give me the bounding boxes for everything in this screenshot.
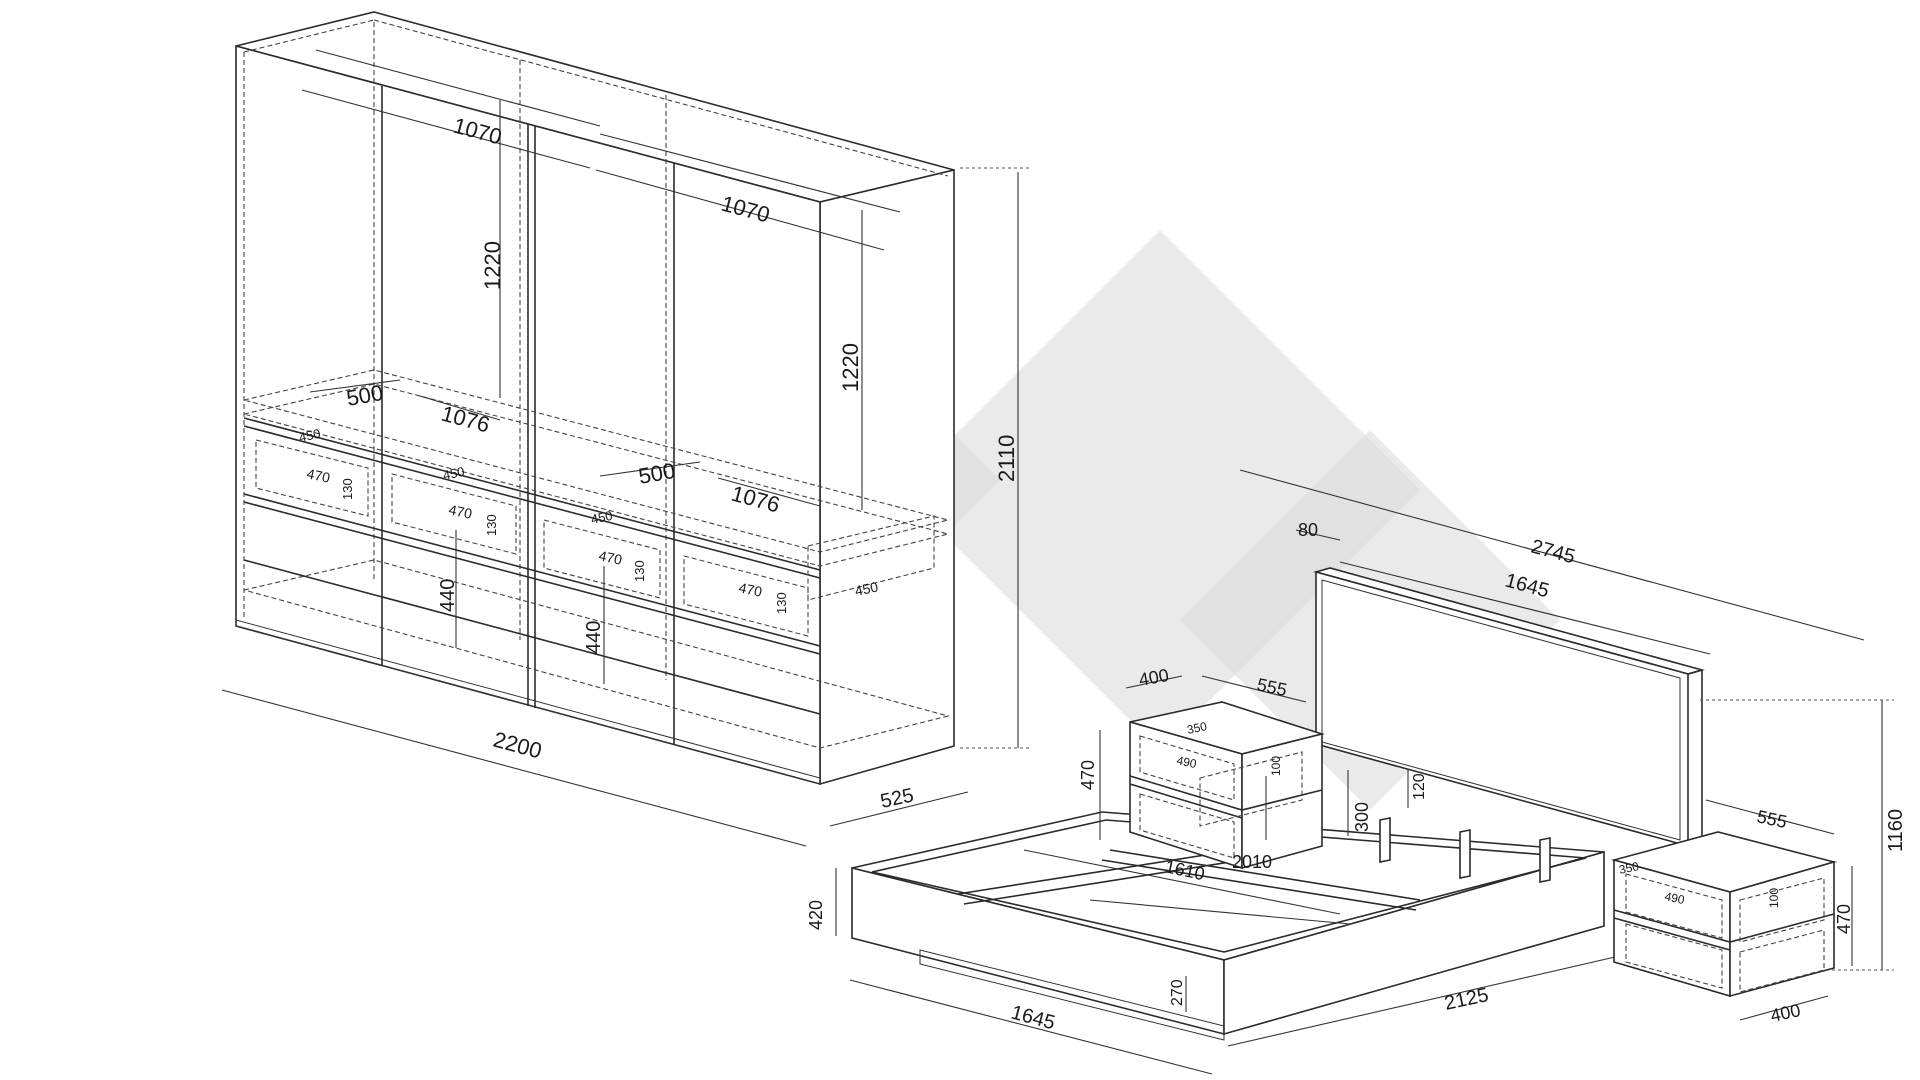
ns-left-height-label: 470 [1078,760,1098,790]
drawer-2-height-label: 130 [484,514,499,536]
hanging-height-left-label: 1220 [480,241,505,290]
nightstand-left [1099,675,1325,870]
ns-right-width-label: 400 [1769,1000,1803,1026]
total-length-label: 2745 [1529,536,1578,569]
nightstand-left-labels: 400 555 470 350 490 100 [1078,665,1289,790]
depth-label: 525 [878,784,915,812]
inner-depth-label: 300 [1352,802,1372,832]
mattress-length-label: 2010 [1232,852,1272,872]
drawer-1-depth-label: 450 [298,426,322,445]
ns-left-drawer-depth-label: 350 [1186,719,1209,737]
drawer-3-width-label: 470 [597,547,623,568]
wardrobe-dimensions [221,89,1030,847]
nightstand-right [1610,799,1853,1021]
lower-height-left-label: 440 [437,579,459,612]
slat-height-label: 120 [1411,773,1428,800]
drawer-1-height-label: 130 [340,478,355,500]
headboard-height-label: 1160 [1885,809,1907,852]
frame-width-label: 1645 [1009,1002,1058,1035]
bed-dimensions [835,469,1894,1075]
total-height-label: 2110 [994,435,1019,482]
headboard-thickness-label: 80 [1298,520,1318,540]
ns-right-drawer-depth-label: 350 [1618,859,1641,877]
frame-height-label: 420 [806,900,826,930]
drawer-4-height-label: 130 [774,592,789,614]
lower-height-right-label: 440 [583,621,605,654]
drawer-3-height-label: 130 [632,560,647,582]
ns-left-drawer-height-label: 100 [1269,756,1283,776]
drawer-4-width-label: 470 [737,579,763,600]
hanging-height-right-label: 1220 [838,343,863,392]
wardrobe [235,11,955,786]
ns-right-height-label: 470 [1834,904,1854,934]
drawer-2-depth-label: 450 [442,464,466,483]
ns-right-drawer-width-label: 490 [1663,889,1686,907]
drawer-3-depth-label: 450 [590,508,614,527]
ns-right-depth-label: 555 [1755,806,1789,832]
drawer-1-width-label: 470 [305,465,331,486]
drawer-2-width-label: 470 [447,501,473,522]
drawer-4-depth-label: 450 [853,578,879,599]
total-width-label: 2200 [491,727,545,764]
ns-left-drawer-width-label: 490 [1175,753,1198,771]
frame-length-label: 2125 [1442,984,1490,1015]
ns-right-drawer-height-label: 100 [1767,888,1781,908]
base-height-label: 270 [1169,979,1186,1006]
